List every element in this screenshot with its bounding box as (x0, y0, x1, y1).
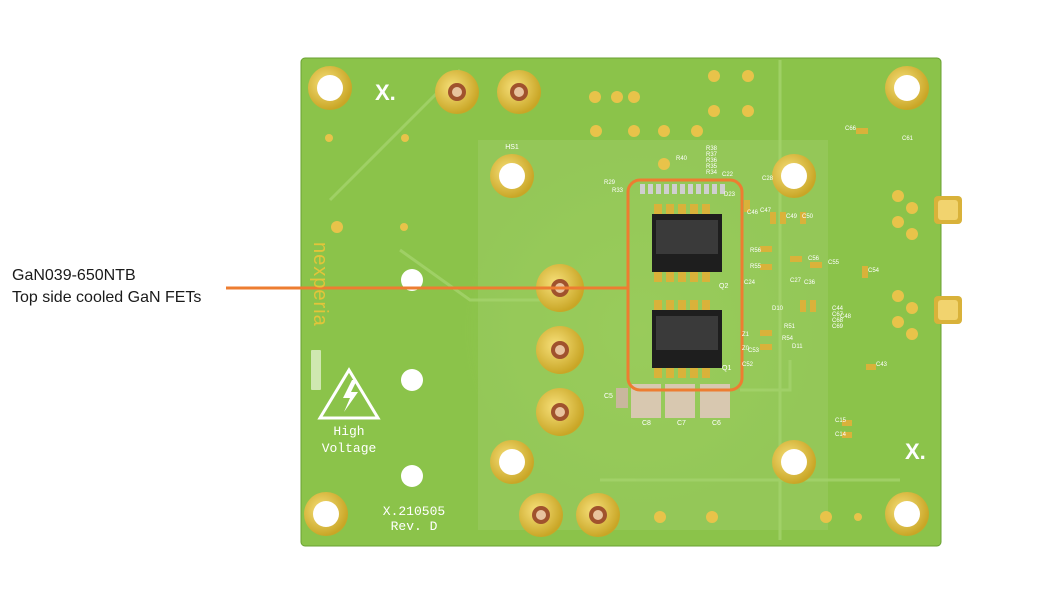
board-revision: Rev. D (391, 519, 438, 534)
ref-designator-r34: R34 (706, 170, 718, 176)
ref-designator-c50: C50 (802, 214, 814, 220)
ref-designator-c69: C69 (832, 324, 844, 330)
ref-designator-r38: R38 (706, 146, 718, 152)
ref-designator-c27: C27 (790, 278, 802, 284)
board-version: X.210505 (383, 504, 445, 519)
cap-label-c6: C6 (712, 420, 721, 427)
ref-designator-c36: C36 (804, 280, 816, 286)
ref-designator-r56: R56 (750, 248, 762, 254)
gan-fet-package (652, 214, 722, 368)
sma-connector (934, 196, 962, 324)
ref-designator-c66: C66 (845, 126, 857, 132)
ref-designator-c52: C52 (742, 362, 754, 368)
logo-bottom-right: X. (905, 439, 926, 464)
ref-designator-c68: C68 (832, 318, 844, 324)
cap-label-c5: C5 (604, 393, 613, 400)
logo-top-left: X. (375, 80, 396, 105)
high-voltage-warning-icon (317, 367, 381, 420)
ref-designator-r36: R36 (706, 158, 718, 164)
ref-designator-c28: C28 (762, 176, 774, 182)
ref-designator-c22: C22 (722, 172, 734, 178)
ref-designator-r54: R54 (782, 336, 794, 342)
ref-designator-z0: Z0 (742, 346, 750, 352)
ref-designator-r51: R51 (784, 324, 796, 330)
hv-label-line1: High (333, 424, 364, 439)
ref-designator-r33: R33 (612, 188, 624, 194)
ref-designator-r29: R29 (604, 180, 616, 186)
ref-designator-c61: C61 (902, 136, 914, 142)
ref-designator-c47: C47 (760, 208, 772, 214)
battery-symbol (311, 350, 321, 390)
cap-label-c7: C7 (677, 420, 686, 427)
cap-label-c8: C8 (642, 420, 651, 427)
hv-label-line2: Voltage (322, 441, 377, 456)
ref-designator-r55: R55 (750, 264, 762, 270)
ref-designator-d11: D11 (792, 344, 803, 350)
ref-designator-c53: C53 (748, 348, 760, 354)
brand-logo: nexperia (309, 242, 331, 327)
ref-designator-r40: R40 (676, 156, 688, 162)
ref-designator-c54: C54 (868, 268, 880, 274)
ref-designator-c24: C24 (744, 280, 756, 286)
drill-hole (401, 269, 423, 487)
ref-designator-c44: C44 (832, 306, 844, 312)
ref-designator-z1: Z1 (742, 332, 750, 338)
ref-designator-d10: D10 (772, 306, 784, 312)
ref-designator-d23: D23 (724, 192, 736, 198)
part-description-label: Top side cooled GaN FETs (12, 289, 202, 306)
ref-designator-c43: C43 (876, 362, 888, 368)
ref-designator-c55: C55 (828, 260, 840, 266)
heatsink-label: HS1 (505, 144, 519, 151)
ref-designator-c67: C67 (832, 312, 844, 318)
part-number-label: GaN039-650NTB (12, 267, 136, 284)
ref-designator-c14: C14 (835, 432, 847, 438)
ref-designator-c49: C49 (786, 214, 798, 220)
ref-designator-c48: C48 (840, 314, 852, 320)
highlight-box (626, 178, 744, 392)
mounting-hole (304, 66, 929, 536)
ref-designator-c56: C56 (808, 256, 820, 262)
callout-text: GaN039-650NTB Top side cooled GaN FETs (12, 265, 201, 309)
power-terminal (435, 70, 620, 537)
ref-designator-c15: C15 (835, 418, 847, 424)
ref-designator-r35: R35 (706, 164, 718, 170)
fet-label-q1: Q1 (722, 365, 731, 372)
fet-label-q2: Q2 (719, 283, 728, 290)
ref-designator-c46: C46 (747, 210, 759, 216)
ref-designator-r37: R37 (706, 152, 718, 158)
